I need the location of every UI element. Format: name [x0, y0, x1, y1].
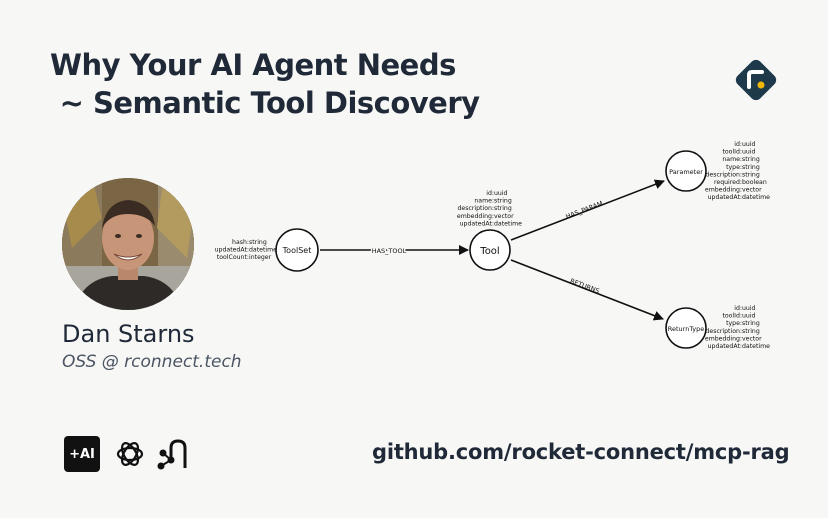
openai-icon	[116, 442, 144, 466]
parameter-prop-key: required:	[714, 179, 742, 186]
toolset-prop-value: datetime	[249, 247, 277, 254]
node-label-parameter: Parameter	[669, 168, 703, 176]
parameter-prop-key: toolId:	[722, 149, 742, 156]
ai-badge-icon: +AI	[64, 436, 100, 472]
returntype-prop-value: uuid	[742, 305, 756, 312]
tool-prop-value: string	[494, 198, 512, 205]
edge-returns: RETURNS	[510, 259, 664, 321]
returntype-prop-value: datetime	[742, 343, 770, 350]
node-label-toolset: ToolSet	[282, 246, 312, 255]
parameter-prop-value: boolean	[742, 179, 767, 186]
parameter-prop-key: updatedAt:	[708, 194, 742, 201]
parameter-prop-value: datetime	[742, 194, 770, 201]
tool-prop-value: vector	[494, 213, 514, 220]
tool-prop-value: string	[494, 205, 512, 212]
edge-label-has-param: HAS_PARAM	[565, 199, 604, 220]
returntype-prop-key: id:	[734, 305, 742, 312]
parameter-prop-key: embedding:	[705, 187, 742, 194]
node-toolset: ToolSet	[275, 228, 319, 272]
tool-prop-key: id:	[486, 190, 494, 197]
neo4j-icon	[157, 439, 187, 470]
edge-label-has-tool: HAS_TOOL	[372, 247, 407, 255]
edge-label-returns: RETURNS	[569, 277, 601, 296]
toolset-prop-key: updatedAt:	[215, 247, 249, 254]
parameter-prop-value: vector	[742, 187, 762, 194]
toolset-prop-key: hash:	[232, 239, 249, 246]
speaker-photo	[62, 178, 194, 310]
title-line-1: Why Your AI Agent Needs	[50, 48, 456, 82]
node-label-tool: Tool	[479, 246, 499, 257]
parameter-prop-value: string	[742, 171, 760, 178]
toolset-prop-value: integer	[249, 254, 272, 261]
returntype-prop-value: uuid	[742, 313, 756, 320]
slide-title: Why Your AI Agent Needs ~ Semantic Tool …	[50, 46, 480, 122]
node-parameter: Parameter	[665, 150, 707, 192]
returntype-prop-key: embedding:	[705, 335, 742, 342]
parameter-prop-value: uuid	[742, 141, 756, 148]
speaker-affiliation: OSS @ rconnect.tech	[62, 352, 242, 372]
edge-has-param: HAS_PARAM	[510, 179, 665, 241]
rocket-connect-logo-icon	[735, 59, 777, 101]
tool-prop-value: uuid	[494, 190, 508, 197]
toolset-prop-value: string	[249, 239, 267, 246]
returntype-prop-value: string	[742, 320, 760, 327]
ai-badge-text: +AI	[69, 446, 95, 462]
speaker-name: Dan Starns	[62, 320, 195, 348]
parameter-prop-key: description:	[706, 171, 743, 178]
title-line-2: ~ Semantic Tool Discovery	[50, 86, 480, 120]
returntype-prop-key: toolId:	[722, 313, 742, 320]
tool-prop-key: embedding:	[457, 213, 494, 220]
parameter-prop-value: string	[742, 156, 760, 163]
node-label-returntype: ReturnType	[668, 325, 705, 333]
tool-prop-key: name:	[474, 198, 494, 205]
tool-prop-key: updatedAt:	[460, 220, 494, 227]
parameter-prop-value: uuid	[742, 149, 756, 156]
repo-link[interactable]: github.com/rocket-connect/mcp-rag	[372, 440, 790, 464]
toolset-prop-key: toolCount:	[217, 254, 249, 261]
edge-has-tool: HAS_TOOL	[320, 245, 469, 257]
parameter-prop-key: id:	[734, 141, 742, 148]
parameter-prop-key: type:	[726, 164, 742, 171]
returntype-prop-key: description:	[706, 328, 743, 335]
returntype-prop-value: vector	[742, 335, 762, 342]
tool-prop-value: datetime	[494, 220, 522, 227]
node-returntype: ReturnType	[665, 307, 707, 349]
node-tool: Tool	[469, 229, 511, 271]
returntype-prop-value: string	[742, 328, 760, 335]
tool-prop-key: description:	[458, 205, 495, 212]
returntype-prop-key: updatedAt:	[708, 343, 742, 350]
parameter-prop-key: name:	[722, 156, 742, 163]
parameter-prop-value: string	[742, 164, 760, 171]
returntype-prop-key: type:	[726, 320, 742, 327]
speaker-avatar	[62, 178, 194, 310]
